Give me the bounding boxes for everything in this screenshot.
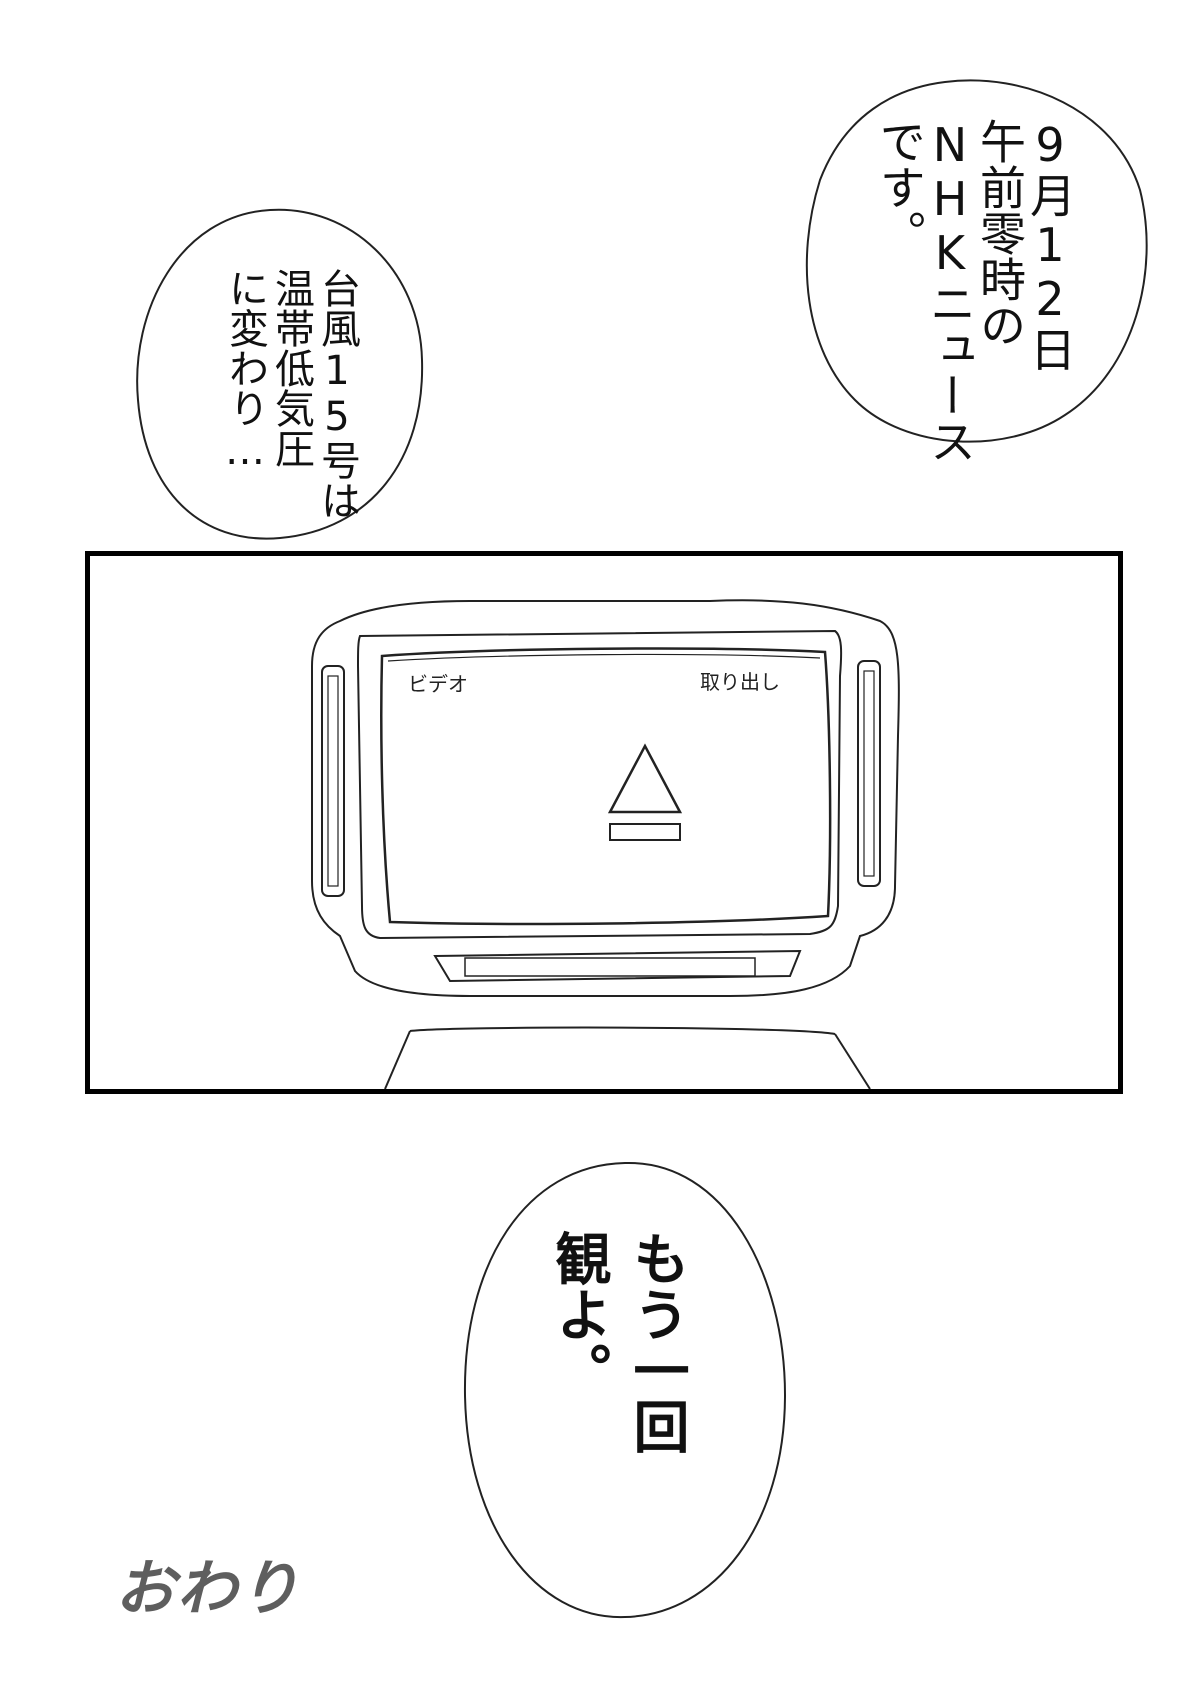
speech-text-typhoon: 台風15号は 温帯低気圧 に変わり… <box>222 268 360 520</box>
comic-panel-tv: ビデオ 取り出し <box>85 551 1123 1094</box>
speech-bubble-bottom <box>463 1161 787 1619</box>
speech-bubble-top-left <box>136 208 424 540</box>
speech-bubble-top-right <box>805 79 1148 443</box>
speech-text-news: 9月12日 午前零時の NHKニュース です。 <box>873 118 1077 464</box>
tv-mode-label: ビデオ <box>408 672 468 696</box>
tv-eject-label: 取り出し <box>700 670 780 694</box>
ending-text: おわり <box>115 1554 301 1624</box>
tv-illustration <box>311 599 900 1089</box>
speech-text-watch-again: もう一回 観よ。 <box>546 1230 689 1454</box>
eject-icon <box>607 743 683 814</box>
